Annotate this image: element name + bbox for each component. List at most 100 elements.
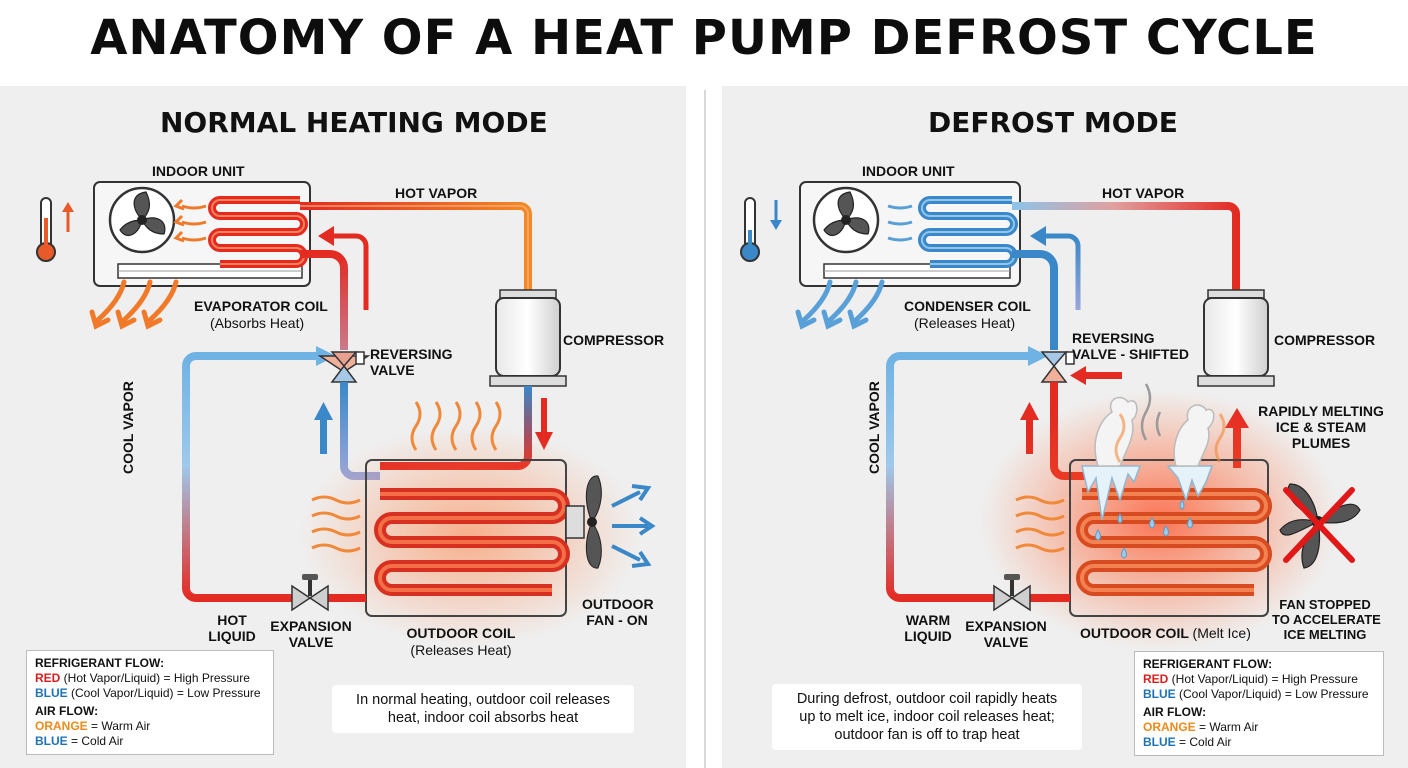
fan-stopped-label-3: ICE MELTING	[1283, 627, 1367, 642]
legend-defrost: REFRIGERANT FLOW: RED (Hot Vapor/Liquid)…	[1134, 651, 1384, 756]
expansion-valve-defrost	[993, 574, 1031, 612]
hot-liquid-label-1: HOT	[217, 612, 247, 628]
thermometer-rising-icon	[36, 197, 74, 262]
legend-air-heading: AIR FLOW:	[1143, 705, 1207, 719]
legend-red-desc: (Hot Vapor/Liquid) = High Pressure	[1168, 672, 1358, 686]
evaporator-coil-label: EVAPORATOR COIL	[194, 298, 328, 314]
outdoor-coil-sublabel: (Releases Heat)	[410, 642, 512, 658]
caption-defrost-line-1: During defrost, outdoor coil rapidly hea…	[796, 691, 1058, 707]
compressor-label: COMPRESSOR	[563, 332, 665, 348]
outdoor-fan-label-1: OUTDOOR	[582, 596, 654, 612]
outdoor-coil-label: OUTDOOR COIL (Melt Ice)	[1080, 625, 1251, 641]
fan-icon	[812, 186, 880, 254]
outdoor-fan-label-2: FAN - ON	[586, 612, 648, 628]
reversing-valve-label-2: VALVE - SHIFTED	[1072, 346, 1189, 362]
expansion-valve-label-2: VALVE	[288, 634, 334, 650]
legend-blue-air-word: BLUE	[1143, 735, 1176, 749]
legend-blue-air-row: BLUE = Cold Air	[1143, 735, 1375, 750]
indoor-unit-label: INDOOR UNIT	[862, 163, 955, 179]
caption-defrost-line-2: up to melt ice, indoor coil releases hea…	[799, 709, 1055, 725]
melting-label-1: RAPIDLY MELTING	[1258, 403, 1384, 419]
steam-plumes	[1094, 396, 1215, 467]
compressor-normal	[489, 289, 567, 387]
reversing-valve-label-2: VALVE	[370, 362, 415, 378]
fan-stopped-label-1: FAN STOPPED	[1279, 597, 1371, 612]
legend-orange-desc: = Warm Air	[1195, 720, 1259, 734]
legend-blue-air-desc: = Cold Air	[67, 734, 124, 748]
fan-icon	[565, 475, 602, 569]
legend-normal: REFRIGERANT FLOW: RED (Hot Vapor/Liquid)…	[26, 650, 274, 755]
warm-air-output-arrows	[89, 279, 179, 330]
coil-to-valve-pipe-normal	[300, 250, 348, 350]
legend-red-row: RED (Hot Vapor/Liquid) = High Pressure	[35, 671, 265, 686]
warm-liquid-label-1: WARM	[905, 612, 951, 628]
fan-stopped-label-2: TO ACCELERATE	[1272, 612, 1381, 627]
cold-air-output-arrows	[795, 279, 885, 330]
legend-orange-row: ORANGE = Warm Air	[35, 719, 265, 734]
legend-red-desc: (Hot Vapor/Liquid) = High Pressure	[60, 671, 250, 685]
legend-air-heading: AIR FLOW:	[35, 704, 99, 718]
normal-mode-heading: NORMAL HEATING MODE	[160, 106, 548, 139]
legend-blue-air-row: BLUE = Cold Air	[35, 734, 265, 749]
reversing-valve-defrost	[1040, 351, 1075, 383]
outdoor-coil-normal	[374, 488, 570, 596]
cool-vapor-label: COOL VAPOR	[866, 381, 882, 474]
outdoor-coil-sublabel: (Melt Ice)	[1192, 625, 1251, 641]
shift-arrow-defrost	[1070, 366, 1122, 385]
caption-defrost: During defrost, outdoor coil rapidly hea…	[772, 684, 1082, 750]
cool-vapor-label: COOL VAPOR	[120, 381, 136, 474]
outdoor-coil-name: OUTDOOR COIL	[1080, 625, 1189, 641]
caption-defrost-line-3: outdoor fan is off to trap heat	[834, 727, 1020, 743]
warm-liquid-label-2: LIQUID	[904, 628, 952, 644]
legend-blue-desc: (Cool Vapor/Liquid) = Low Pressure	[1175, 687, 1369, 701]
defrost-mode-heading: DEFROST MODE	[928, 106, 1178, 139]
compressor-label: COMPRESSOR	[1274, 332, 1376, 348]
legend-orange-word: ORANGE	[35, 719, 88, 733]
condenser-coil-sublabel: (Releases Heat)	[914, 315, 1016, 331]
legend-orange-word: ORANGE	[1143, 720, 1196, 734]
heat-waves-side-normal	[311, 495, 361, 553]
legend-orange-row: ORANGE = Warm Air	[1143, 720, 1375, 735]
legend-orange-desc: = Warm Air	[87, 719, 151, 733]
reversing-valve-normal	[317, 351, 371, 383]
legend-red-word: RED	[35, 671, 61, 685]
legend-red-row: RED (Hot Vapor/Liquid) = High Pressure	[1143, 672, 1375, 687]
cold-air-arrows-indoor	[887, 204, 913, 242]
legend-blue-word: BLUE	[35, 686, 68, 700]
steam-wisps	[1140, 383, 1162, 441]
outdoor-coil-defrost	[1076, 488, 1272, 596]
legend-blue-row: BLUE (Cool Vapor/Liquid) = Low Pressure	[1143, 687, 1375, 702]
caption-normal: In normal heating, outdoor coil releases…	[332, 685, 634, 733]
legend-red-word: RED	[1143, 672, 1169, 686]
hot-liquid-label-2: LIQUID	[208, 628, 256, 644]
hot-vapor-pipe-normal	[300, 202, 532, 290]
evaporator-coil-sublabel: (Absorbs Heat)	[210, 315, 305, 331]
heat-waves-defrost	[1114, 413, 1226, 463]
panel-divider	[704, 90, 706, 768]
warm-air-arrows-indoor	[173, 198, 207, 243]
cool-vapor-pipe-defrost	[886, 352, 1028, 602]
ice-icicles	[1081, 465, 1214, 521]
hot-vapor-label: HOT VAPOR	[395, 185, 478, 201]
heat-waves-normal	[410, 401, 502, 451]
outdoor-coil-label: OUTDOOR COIL	[406, 625, 516, 641]
hot-vapor-pipe-defrost	[1012, 202, 1240, 290]
hot-flow-arrow-indoor	[318, 226, 369, 310]
expansion-valve-label-2: VALVE	[983, 634, 1029, 650]
expansion-valve-label-1: EXPANSION	[270, 618, 352, 634]
legend-refrigerant-heading: REFRIGERANT FLOW:	[35, 656, 165, 670]
expansion-valve-label-1: EXPANSION	[965, 618, 1047, 634]
legend-blue-word: BLUE	[1143, 687, 1176, 701]
cold-air-arrows-outdoor	[611, 484, 656, 568]
legend-blue-air-word: BLUE	[35, 734, 68, 748]
cool-vapor-pipe-normal	[182, 352, 316, 602]
reversing-valve-label-1: REVERSING	[370, 346, 453, 362]
melting-label-3: PLUMES	[1291, 435, 1351, 451]
fan-icon	[108, 186, 176, 254]
coil-to-valve-pipe-defrost	[1012, 250, 1058, 350]
caption-normal-line-1: In normal heating, outdoor coil releases	[356, 692, 610, 708]
page-title: ANATOMY OF A HEAT PUMP DEFROST CYCLE	[90, 10, 1318, 66]
indoor-unit-label: INDOOR UNIT	[152, 163, 245, 179]
